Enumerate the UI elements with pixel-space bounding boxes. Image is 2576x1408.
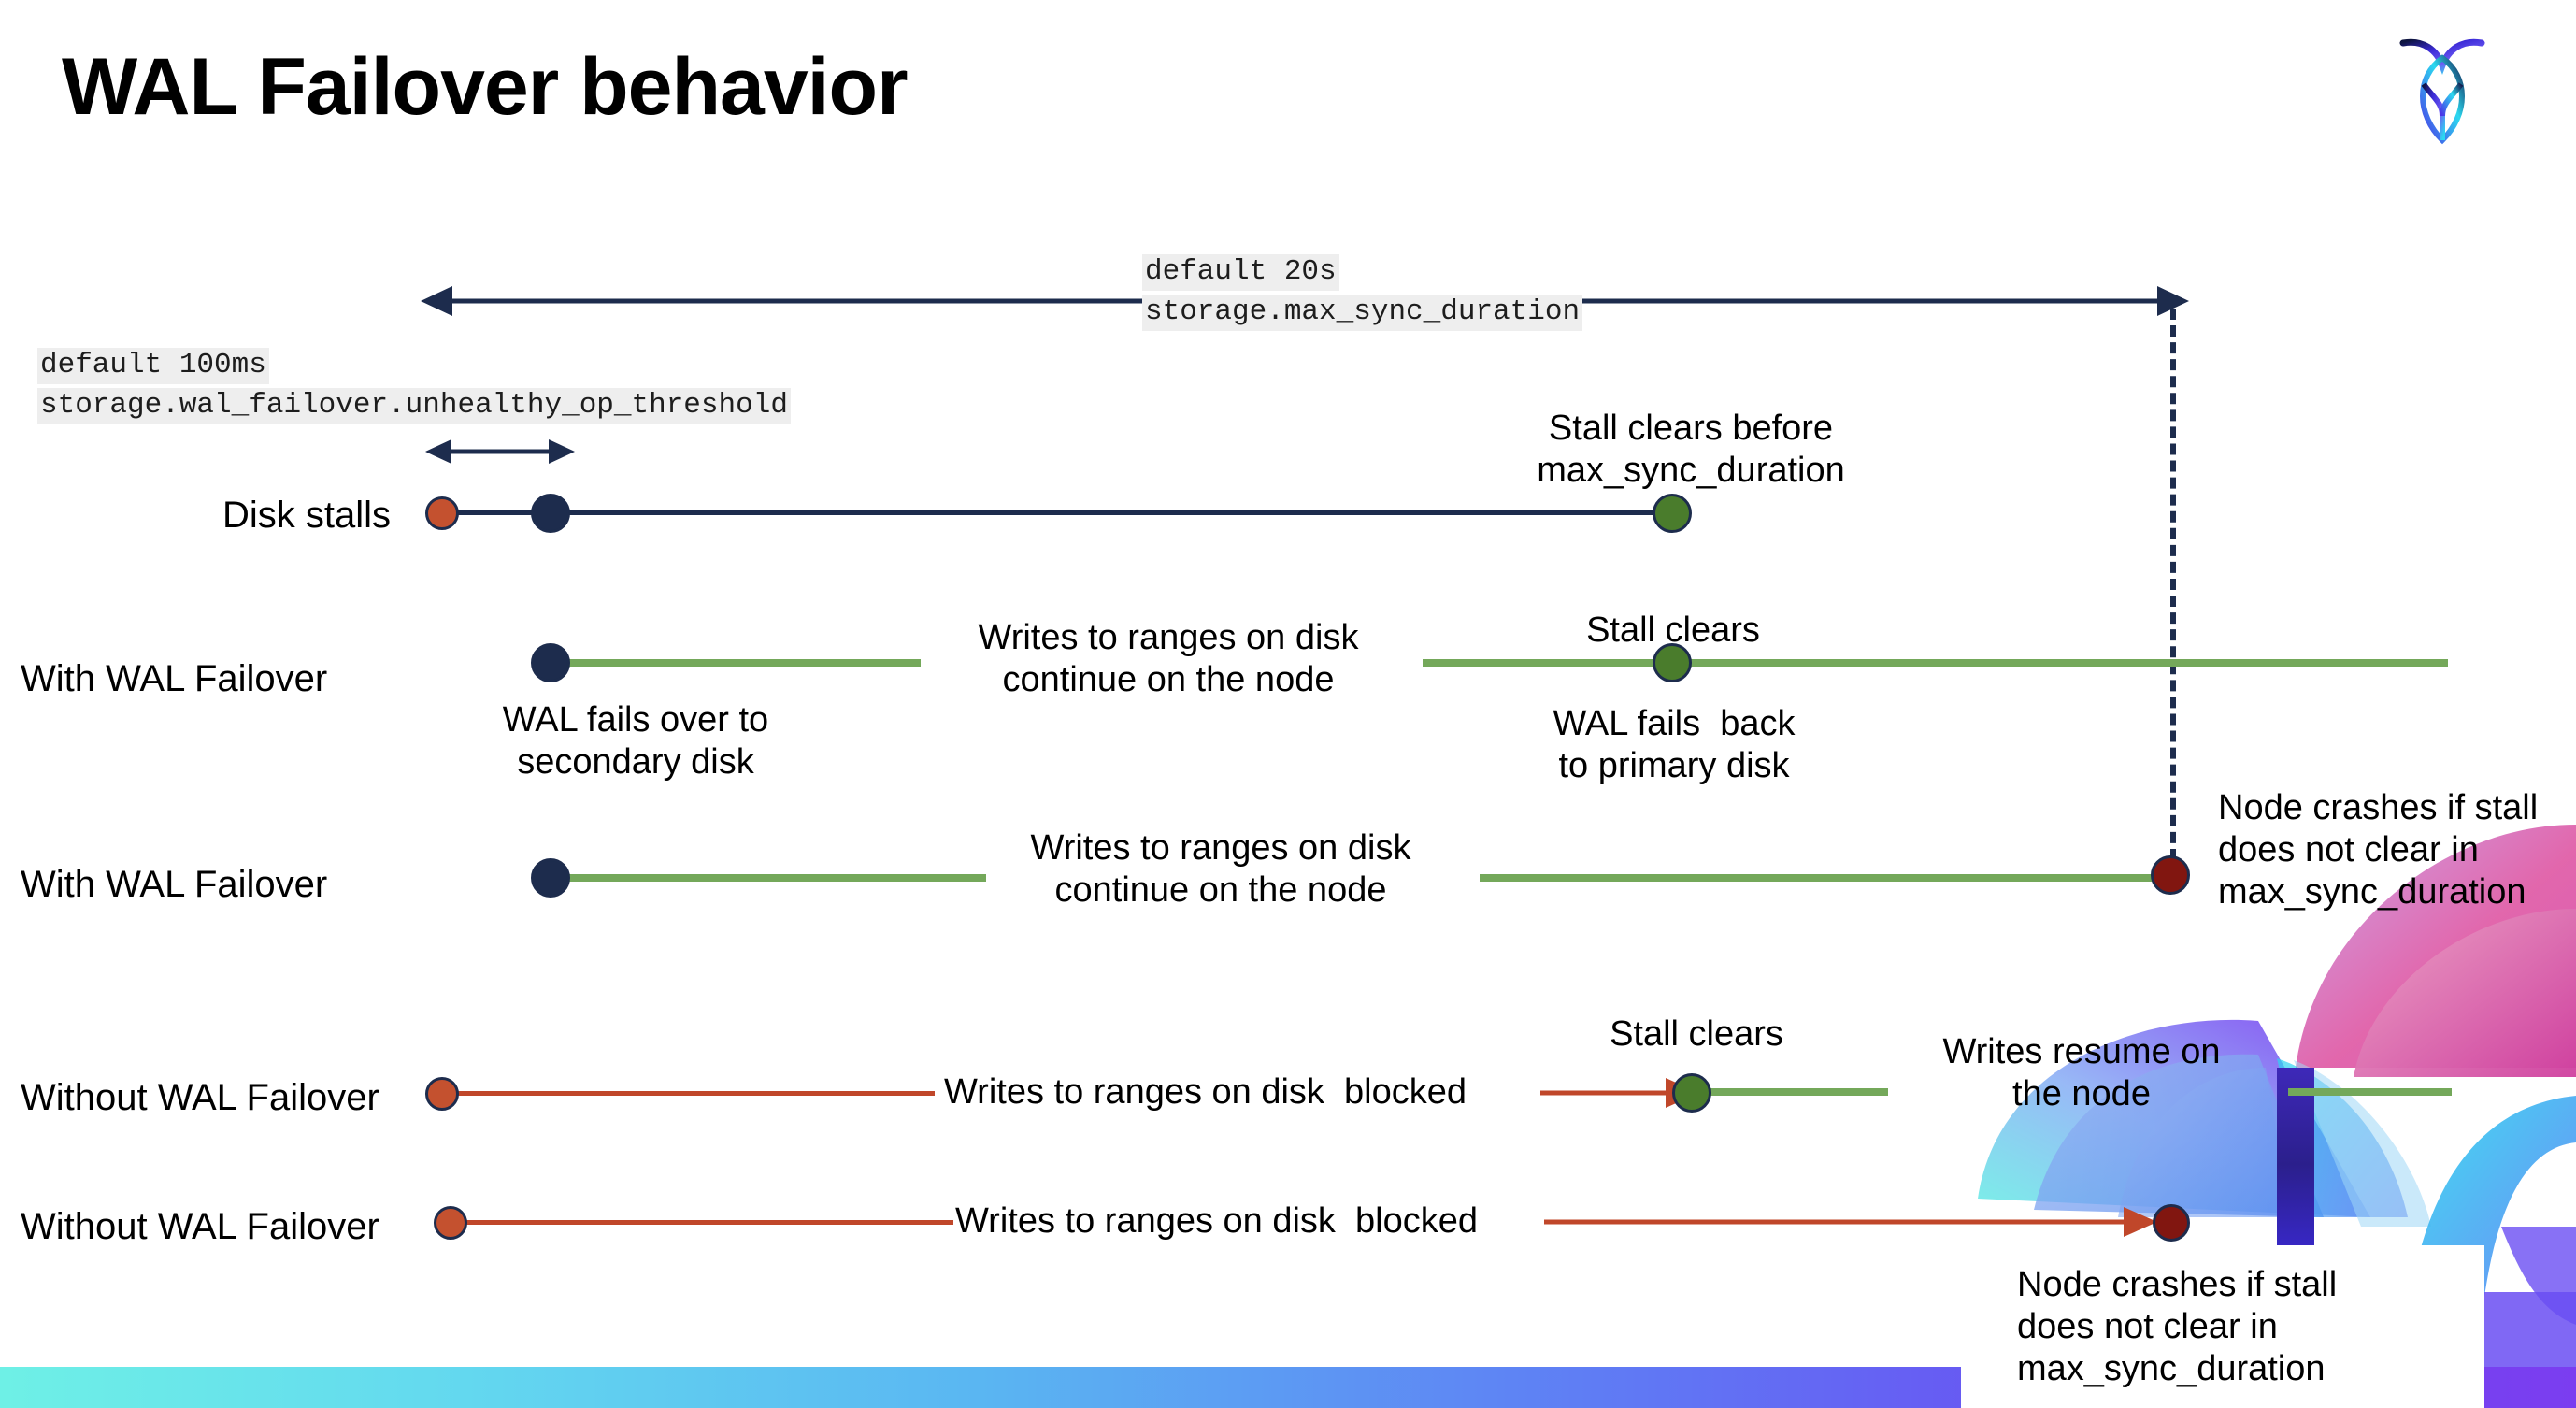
disk-stall-start-marker bbox=[425, 496, 459, 530]
wal-failover-2-crash-marker bbox=[2151, 855, 2190, 895]
unhealthy-op-threshold-arrow bbox=[425, 439, 575, 464]
without-wal-failover-1-start-marker bbox=[425, 1077, 459, 1111]
without-wal-failover-2-blocked-arrow bbox=[1540, 1207, 2157, 1237]
without-wal-failover-1-blocked-line bbox=[439, 1091, 935, 1096]
without-wal-failover-2-blocked-line-left bbox=[449, 1220, 953, 1225]
without-wal-failover-1-stall-clear-marker bbox=[1672, 1073, 1711, 1113]
row-label-without-wal-failover-2: Without WAL Failover bbox=[21, 1206, 379, 1247]
without-wal-failover-2-crash-marker bbox=[2153, 1204, 2190, 1242]
cockroachdb-logo bbox=[2396, 26, 2489, 148]
note-node-crashes-2: Node crashes if stall does not clear in … bbox=[2017, 1265, 2338, 1388]
without-wal-failover-2-start-marker bbox=[434, 1206, 467, 1240]
without-wal-failover-1-resume-line bbox=[1701, 1088, 1888, 1096]
max-sync-duration-setting: storage.max_sync_duration bbox=[1142, 295, 1583, 331]
with-wal-failover-1-timeline-right bbox=[1423, 659, 2448, 667]
max-sync-duration-default: default 20s bbox=[1142, 254, 1339, 291]
note-writes-blocked-2: Writes to ranges on disk blocked bbox=[955, 1200, 1544, 1243]
wal-failover-2-start-marker bbox=[531, 858, 570, 898]
note-writes-continue-1: Writes to ranges on disk continue on the… bbox=[940, 617, 1396, 701]
note-wal-fails-over: WAL fails over to secondary disk bbox=[502, 700, 769, 782]
without-wal-failover-1-resume-line-right bbox=[2288, 1088, 2452, 1096]
unhealthy-op-threshold-setting: storage.wal_failover.unhealthy_op_thresh… bbox=[37, 388, 791, 424]
note-stall-clears-before: Stall clears before max_sync_duration bbox=[1537, 409, 1845, 490]
page-title: WAL Failover behavior bbox=[62, 42, 909, 132]
wal-failover-1-start-marker bbox=[531, 643, 570, 682]
with-wal-failover-2-timeline-left bbox=[547, 874, 986, 882]
row-label-with-wal-failover-2: With WAL Failover bbox=[21, 864, 328, 905]
row-label-without-wal-failover-1: Without WAL Failover bbox=[21, 1077, 379, 1118]
row-label-with-wal-failover-1: With WAL Failover bbox=[21, 658, 328, 699]
note-stall-clears-2: Stall clears bbox=[1610, 1014, 1783, 1054]
node-crashes-callout-panel bbox=[1961, 1245, 2484, 1408]
row-label-disk-stalls: Disk stalls bbox=[222, 495, 392, 536]
note-stall-clears-1: Stall clears bbox=[1586, 611, 1760, 650]
disk-stalls-timeline bbox=[439, 510, 1673, 515]
disk-stall-detected-marker bbox=[531, 494, 570, 533]
max-sync-duration-deadline-guide bbox=[2170, 309, 2176, 877]
unhealthy-op-threshold-default: default 100ms bbox=[37, 348, 269, 384]
note-writes-continue-2: Writes to ranges on disk continue on the… bbox=[993, 827, 1449, 912]
note-node-crashes-1: Node crashes if stall does not clear in … bbox=[2218, 788, 2539, 912]
disk-stall-clear-marker bbox=[1653, 494, 1692, 533]
with-wal-failover-2-timeline-right bbox=[1480, 874, 2177, 882]
wal-failover-1-stall-clear-marker bbox=[1653, 643, 1692, 682]
with-wal-failover-1-timeline-left bbox=[547, 659, 921, 667]
note-wal-fails-back: WAL fails back to primary disk bbox=[1553, 704, 1796, 785]
note-writes-resume: Writes resume on the node bbox=[1942, 1032, 2221, 1113]
note-writes-blocked-1: Writes to ranges on disk blocked bbox=[944, 1071, 1533, 1113]
